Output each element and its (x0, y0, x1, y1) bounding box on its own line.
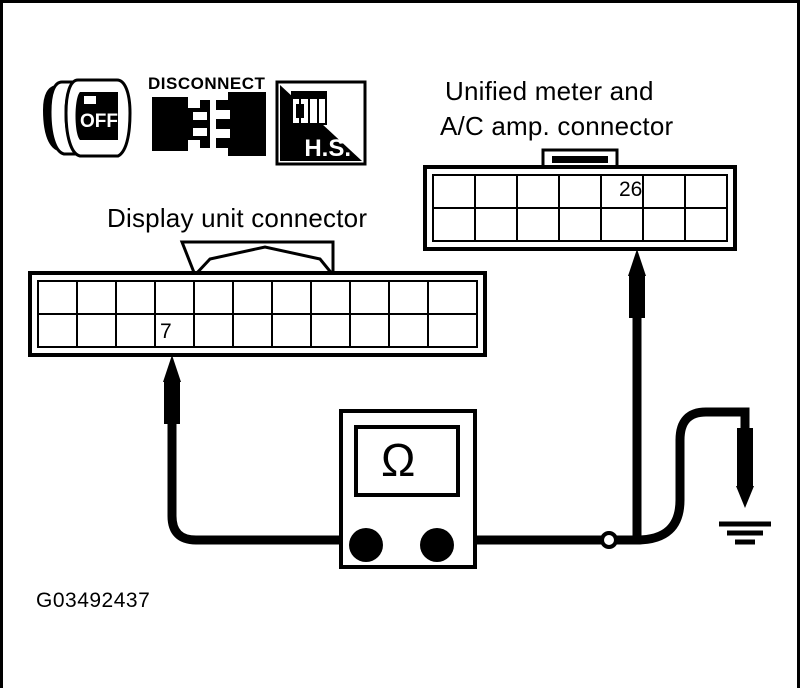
unified-meter-pin-number: 26 (619, 178, 643, 201)
ignition-off-icon: OFF (42, 78, 132, 158)
ohm-symbol: Ω (381, 434, 416, 486)
display-unit-label: Display unit connector (107, 203, 368, 233)
svg-text:H.S.: H.S. (304, 135, 351, 162)
svg-text:DISCONNECT: DISCONNECT (148, 74, 266, 93)
ground-lead (632, 407, 750, 545)
disconnect-icon: DISCONNECT (148, 74, 266, 156)
unified-meter-label-line1: Unified meter and (445, 76, 654, 106)
ground-symbol (719, 521, 771, 545)
ground-probe-tip (736, 428, 754, 508)
right-probe (628, 249, 646, 545)
ohmmeter (339, 409, 477, 569)
figure-code: G03492437 (36, 589, 151, 612)
svg-text:OFF: OFF (80, 111, 118, 132)
hs-icon: H.S. (275, 80, 367, 166)
display-unit-pin-number: 7 (160, 320, 172, 343)
unified-meter-label-line2: A/C amp. connector (440, 111, 674, 141)
display-unit-connector (28, 240, 487, 357)
left-probe (163, 355, 350, 545)
junction-node (600, 531, 618, 549)
unified-meter-connector (423, 148, 737, 251)
